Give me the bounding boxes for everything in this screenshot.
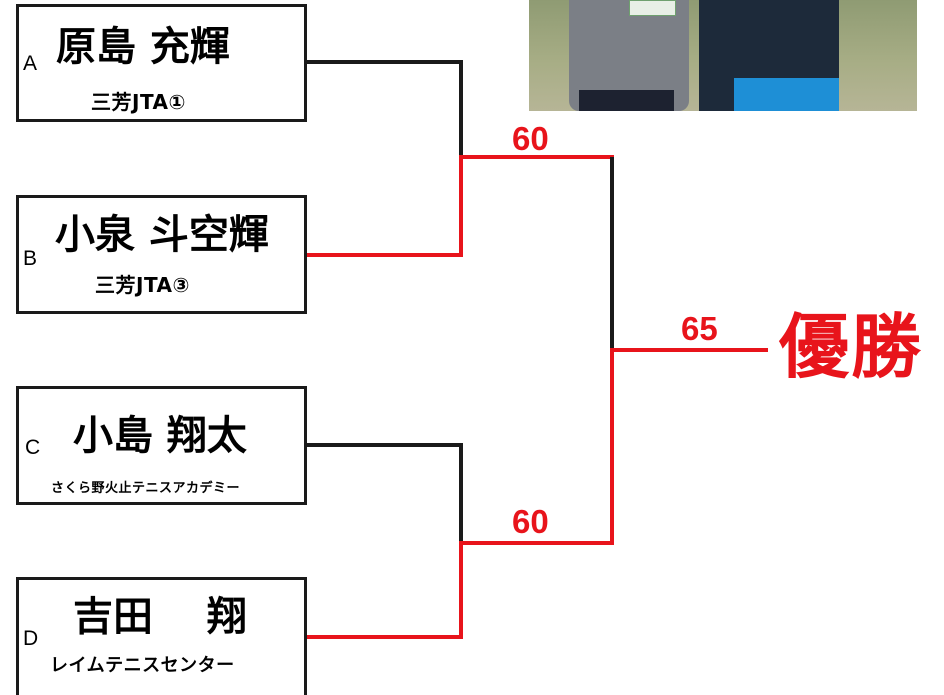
player-seed: A xyxy=(23,52,38,75)
player-seed: D xyxy=(23,627,39,650)
score-semifinal-bottom: 60 xyxy=(512,503,549,540)
score-semifinal-top: 60 xyxy=(512,120,549,157)
score-final: 65 xyxy=(681,310,718,347)
bracket-line-b xyxy=(306,157,463,257)
bracket-line-c xyxy=(306,443,463,543)
player-club: 三芳JTA① xyxy=(91,90,186,114)
player-box-c: C 小島 翔太 さくら野火止テニスアカデミー xyxy=(16,386,307,505)
winners-photo xyxy=(529,0,917,111)
player-seed: B xyxy=(23,247,38,270)
player-name: 小泉 斗空輝 xyxy=(55,212,269,258)
player-box-b: B 小泉 斗空輝 三芳JTA③ xyxy=(16,195,307,314)
player-name: 小島 翔太 xyxy=(73,413,247,459)
champion-label: 優勝 xyxy=(779,306,923,388)
photo-player-left-shorts xyxy=(579,90,674,111)
player-box-a: A 原島 充輝 三芳JTA① xyxy=(16,4,307,122)
player-club: レイムテニスセンター xyxy=(50,655,235,676)
player-name: 吉田 翔 xyxy=(73,594,247,640)
player-seed: C xyxy=(25,436,41,459)
player-name: 原島 充輝 xyxy=(56,24,230,70)
player-club: さくら野火止テニスアカデミー xyxy=(51,481,241,496)
player-box-d: D 吉田 翔 レイムテニスセンター xyxy=(16,577,307,695)
bracket-line-a xyxy=(306,60,463,157)
photo-player-right-shorts xyxy=(734,78,839,111)
player-club: 三芳JTA③ xyxy=(95,273,190,297)
bracket-line-d xyxy=(306,543,463,639)
photo-bib-tag xyxy=(629,0,676,16)
